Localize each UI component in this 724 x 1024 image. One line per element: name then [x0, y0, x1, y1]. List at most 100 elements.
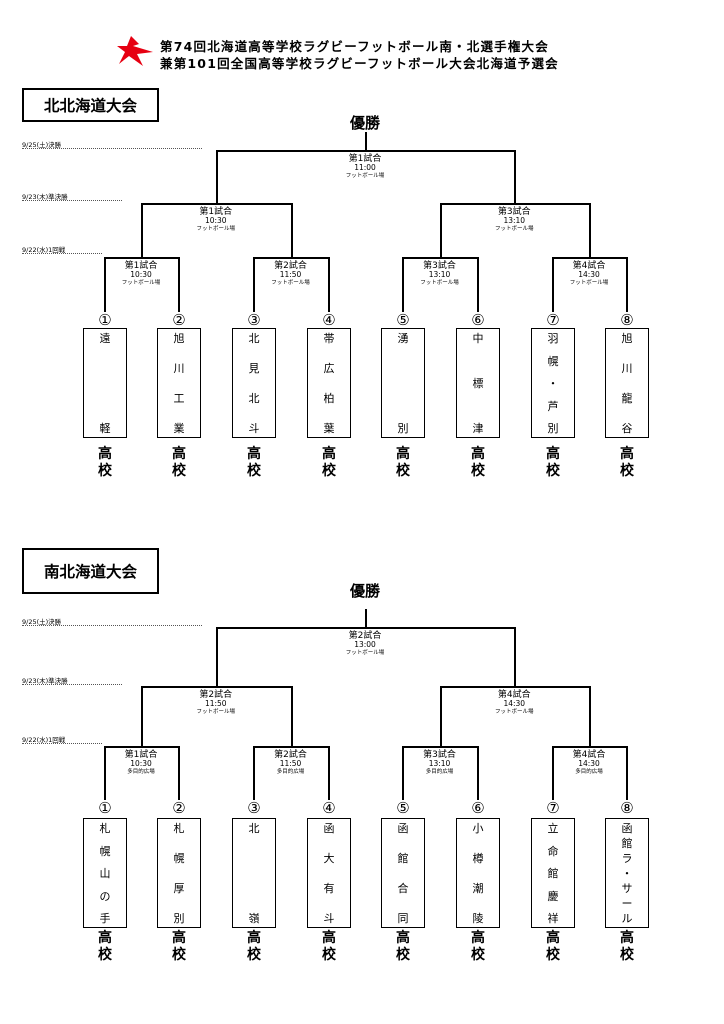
seed-number: ⑦: [546, 799, 560, 817]
school-name-char: の: [99, 889, 111, 903]
match-time: 13:10: [503, 216, 526, 226]
school-suffix: 校: [396, 463, 410, 479]
section-title: 南北海道大会: [22, 548, 159, 594]
match-time: 13:10: [428, 759, 451, 769]
school-name-box: 旭川龍谷旭川龍谷: [605, 328, 649, 438]
bracket-line: [365, 609, 367, 627]
bracket-line: [215, 627, 218, 686]
match-venue: フットボール場: [494, 708, 534, 715]
round-guide-line: [22, 625, 202, 626]
school-suffix: 高: [620, 930, 634, 946]
school-suffix: 校: [98, 947, 112, 963]
school-name-char: サ: [621, 882, 633, 895]
bracket-line: [552, 746, 554, 800]
match-name: 第1試合: [124, 261, 158, 271]
bracket-line: [439, 686, 442, 746]
match-venue: 多目的広場: [276, 768, 305, 775]
bracket-line: [290, 686, 293, 746]
seed-number: ⑥: [471, 799, 485, 817]
school-suffix: 高: [172, 930, 186, 946]
tournament-logo-icon: [117, 36, 153, 66]
school-suffix: 校: [322, 463, 336, 479]
school-name-char: 湧: [397, 332, 409, 345]
seed-number: ③: [247, 799, 261, 817]
school-suffix: 高: [396, 446, 410, 462]
school-name-box: 北嶺北嶺: [232, 818, 276, 928]
match-venue: フットボール場: [569, 279, 609, 286]
school-name-char: 斗: [248, 422, 260, 435]
bracket-line: [178, 746, 180, 800]
bracket-line: [141, 203, 143, 257]
match-venue: 多目的広場: [425, 768, 454, 775]
seed-number: ③: [247, 311, 261, 329]
round-label: 9/25(土)決勝: [22, 141, 62, 149]
match-name: 第2試合: [348, 631, 382, 641]
school-name-box: 立命館慶祥立命館慶祥: [531, 818, 575, 928]
bracket-line: [477, 257, 479, 312]
round-label: 9/23(木)準決勝: [22, 193, 68, 201]
school-name-char: 大: [323, 852, 335, 865]
school-name-char: 幌: [173, 852, 185, 865]
school-name-char: 羽: [547, 332, 559, 345]
bracket-line: [626, 746, 628, 800]
school-name-box: 北見北斗北見北斗: [232, 328, 276, 438]
bracket-line: [104, 257, 106, 312]
bracket-line: [402, 257, 479, 259]
match-venue: フットボール場: [196, 225, 235, 232]
round-guide-line: [22, 200, 122, 201]
seed-number: ①: [98, 799, 112, 817]
match-venue: フットボール場: [121, 279, 161, 286]
bracket-line: [104, 746, 106, 800]
school-name-char: 立: [547, 822, 559, 835]
match-venue: フットボール場: [196, 708, 235, 715]
round-label: 9/23(木)準決勝: [22, 677, 68, 685]
school-name-char: 館: [547, 867, 559, 880]
match-name: 第4試合: [572, 750, 606, 760]
round-guide-line: [22, 684, 122, 685]
school-suffix: 校: [322, 947, 336, 963]
school-name-char: 広: [323, 362, 335, 375]
school-name-box: 湧別湧別: [381, 328, 425, 438]
match-name: 第2試合: [199, 690, 233, 700]
school-name-box: 函館ラ・サール函館ラ・サール: [605, 818, 649, 928]
school-name-char: 幌: [99, 844, 111, 858]
seed-number: ②: [172, 311, 186, 329]
school-name-char: ル: [621, 912, 633, 925]
school-name-char: 葉: [323, 422, 335, 435]
school-name-char: 幌: [547, 354, 559, 368]
school-name-box: 中標津中標津: [456, 328, 500, 438]
school-suffix: 校: [396, 947, 410, 963]
bracket-line: [514, 627, 517, 686]
bracket-line: [402, 746, 479, 748]
school-name-box: 函大有斗函大有斗: [307, 818, 351, 928]
school-suffix: 校: [471, 947, 485, 963]
match-time: 11:50: [204, 699, 227, 709]
seed-number: ④: [322, 799, 336, 817]
bracket-line: [328, 257, 330, 312]
school-suffix: 高: [98, 930, 112, 946]
round-guide-line: [22, 253, 102, 254]
school-name-char: ー: [621, 897, 633, 910]
school-name-box: 札幌厚別札幌厚別: [157, 818, 201, 928]
school-suffix: 高: [396, 930, 410, 946]
school-suffix: 高: [546, 930, 560, 946]
school-name-box: 遠軽遠軽: [83, 328, 127, 438]
school-name-char: 別: [547, 422, 559, 435]
match-venue: フットボール場: [494, 225, 534, 232]
title-line-1: 第74回北海道高等学校ラグビーフットボール南・北選手権大会: [160, 39, 549, 54]
school-name-char: 函: [397, 822, 409, 835]
bracket-line: [141, 686, 293, 688]
bracket-line: [215, 150, 517, 152]
school-name-char: 帯: [323, 332, 335, 345]
title-line-2: 兼第101回全国高等学校ラグビーフットボール大会北海道予選会: [160, 56, 559, 71]
seed-number: ④: [322, 311, 336, 329]
